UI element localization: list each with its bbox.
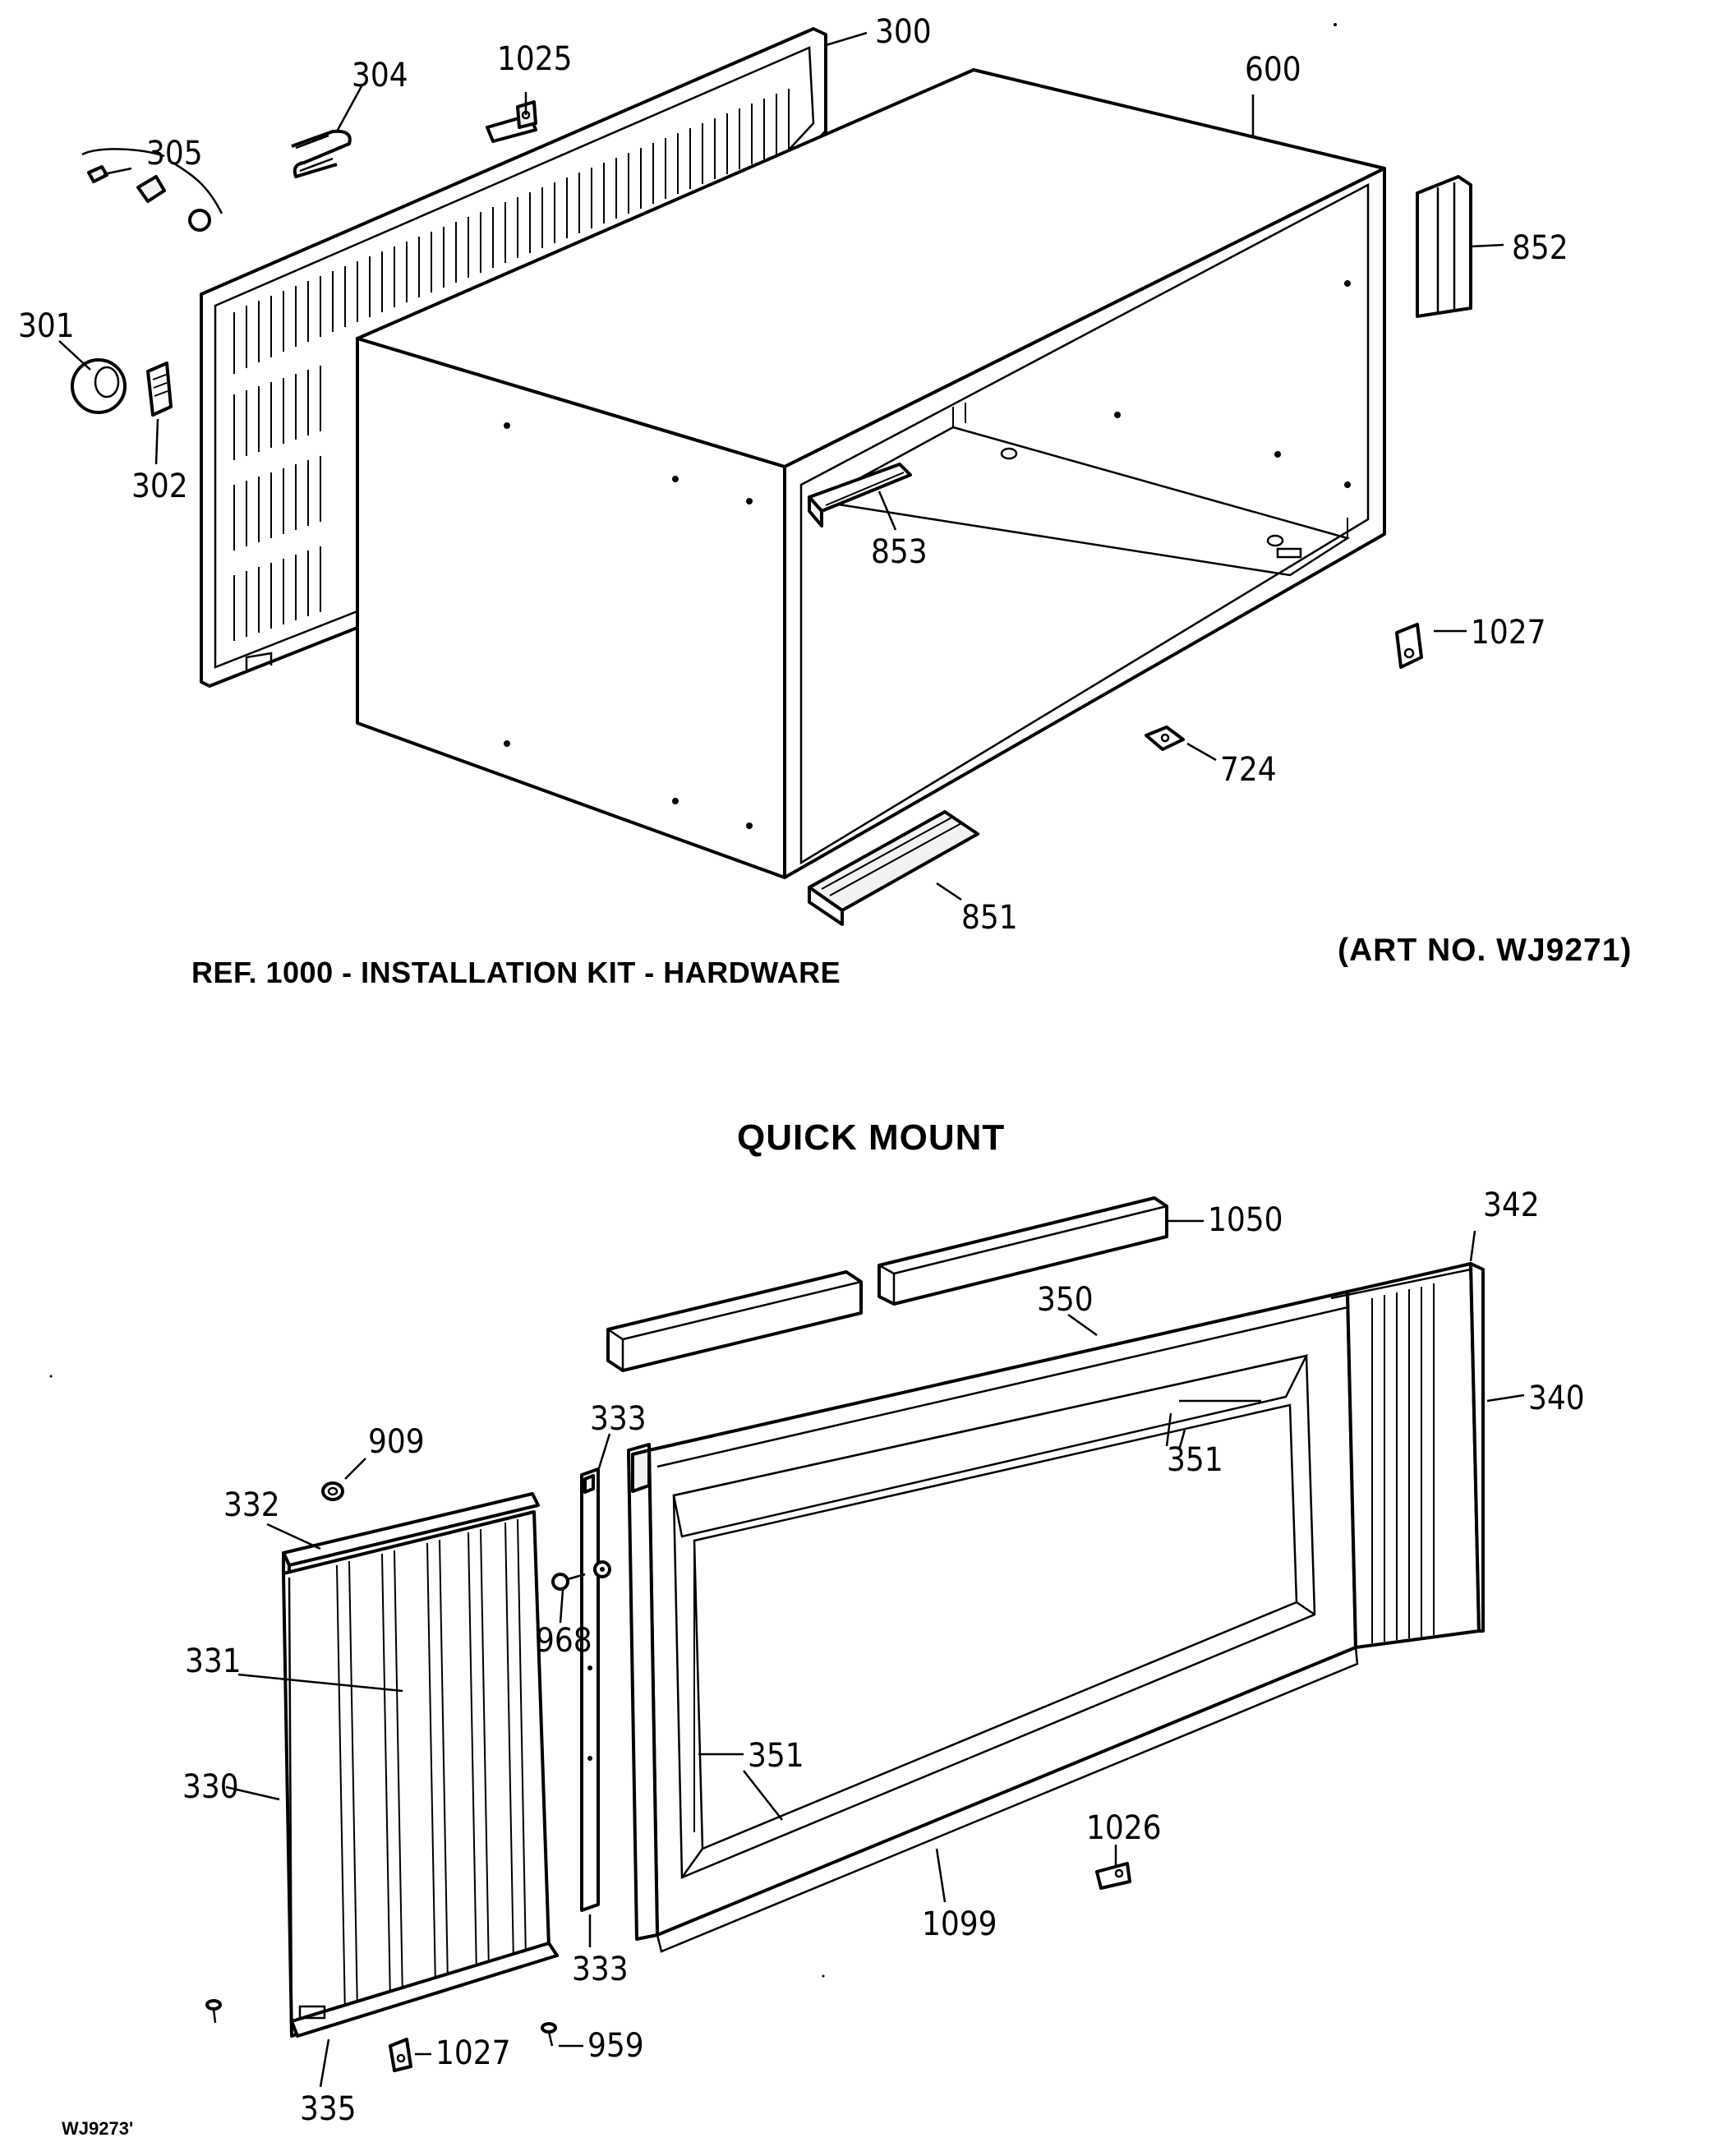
sleeve-bottom-rail <box>817 403 1351 577</box>
label-351-top: 351 <box>1167 1441 1223 1479</box>
art-number-caption: (ART NO. WJ9271) <box>1338 933 1633 968</box>
top-rail <box>808 463 912 527</box>
label-342: 342 <box>1483 1186 1540 1224</box>
bracket-1027-top <box>1395 623 1423 669</box>
screw-loose <box>205 1999 222 2024</box>
grille-louvers <box>233 89 790 641</box>
knob-301 <box>71 358 127 414</box>
bottom-rail <box>808 810 979 926</box>
extension-panel <box>1330 1262 1485 1649</box>
clip-304 <box>291 129 352 178</box>
label-331: 331 <box>185 1642 242 1680</box>
label-305: 305 <box>146 135 203 173</box>
part-numbers-top: 300 304 1025 600 305 852 301 302 853 102… <box>18 13 1569 937</box>
label-1025: 1025 <box>497 40 573 78</box>
label-1050: 1050 <box>1208 1201 1283 1239</box>
washer-909 <box>321 1481 344 1501</box>
label-1099: 1099 <box>922 1905 997 1943</box>
label-332: 332 <box>223 1486 280 1524</box>
label-851: 851 <box>961 899 1018 937</box>
label-340: 340 <box>1528 1380 1585 1417</box>
label-1027-top: 1027 <box>1471 614 1546 652</box>
sleeve-mounting-holes <box>504 280 1351 829</box>
label-852: 852 <box>1512 229 1569 267</box>
label-302: 302 <box>131 468 188 505</box>
side-angle <box>1416 175 1472 318</box>
hardware-305 <box>81 148 223 232</box>
label-1027-bottom: 1027 <box>435 2034 511 2072</box>
screw-968 <box>551 1573 586 1591</box>
label-330: 330 <box>182 1768 239 1806</box>
side-curtain-panel <box>282 1492 559 2038</box>
bracket-1026 <box>1095 1862 1131 1890</box>
label-333-top: 333 <box>590 1400 647 1438</box>
label-350: 350 <box>1037 1281 1094 1319</box>
label-1026: 1026 <box>1086 1809 1162 1847</box>
label-351-bottom: 351 <box>748 1737 804 1775</box>
corner-angle <box>580 1467 611 1912</box>
scan-specks <box>49 23 1337 1978</box>
installation-kit-caption: REF. 1000 - INSTALLATION KIT - HARDWARE <box>191 956 841 989</box>
label-909: 909 <box>368 1423 425 1461</box>
leader-lines-top <box>58 31 1504 901</box>
label-959: 959 <box>587 2027 644 2065</box>
window-frame <box>627 1290 1359 1953</box>
quick-mount-title: QUICK MOUNT <box>737 1117 1006 1158</box>
screw-959 <box>541 2022 557 2047</box>
bracket-1025 <box>486 100 537 143</box>
label-853: 853 <box>871 533 928 571</box>
screw-icon <box>87 165 132 183</box>
leader-lines-bottom <box>225 1219 1525 2088</box>
drawing-code: WJ9273' <box>62 2118 134 2139</box>
label-335: 335 <box>300 2090 357 2128</box>
latch-302 <box>146 362 173 417</box>
bracket-1027-bottom <box>389 2038 412 2072</box>
clip-724 <box>1145 726 1185 751</box>
label-300: 300 <box>875 13 932 51</box>
label-968: 968 <box>536 1622 592 1660</box>
label-724: 724 <box>1220 751 1277 789</box>
label-304: 304 <box>352 57 408 94</box>
part-numbers-bottom: 1050 342 350 340 909 333 351 332 968 331… <box>182 1186 1585 2128</box>
label-333-bottom: 333 <box>572 1951 629 1988</box>
label-301: 301 <box>18 307 75 345</box>
foam-strips <box>606 1196 1168 1372</box>
cabinet-sleeve <box>356 68 1386 879</box>
label-600: 600 <box>1245 51 1301 89</box>
